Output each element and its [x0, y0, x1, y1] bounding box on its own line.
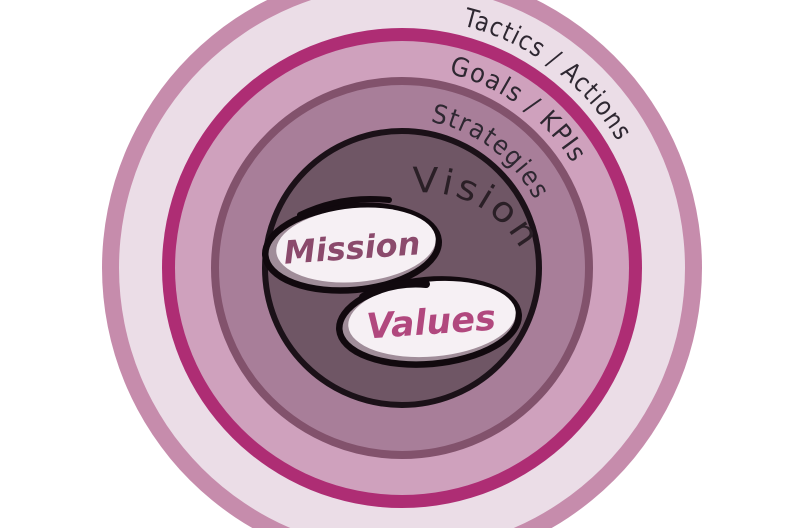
- values-blob: Values: [336, 276, 522, 368]
- mission-blob-highlight: [276, 207, 436, 283]
- label-values: Values: [365, 299, 497, 348]
- values-blob-highlight: [348, 280, 516, 358]
- values-doodle-stroke: [359, 279, 430, 301]
- mission-blob: Mission: [262, 196, 442, 294]
- mission-doodle-stroke: [297, 196, 392, 218]
